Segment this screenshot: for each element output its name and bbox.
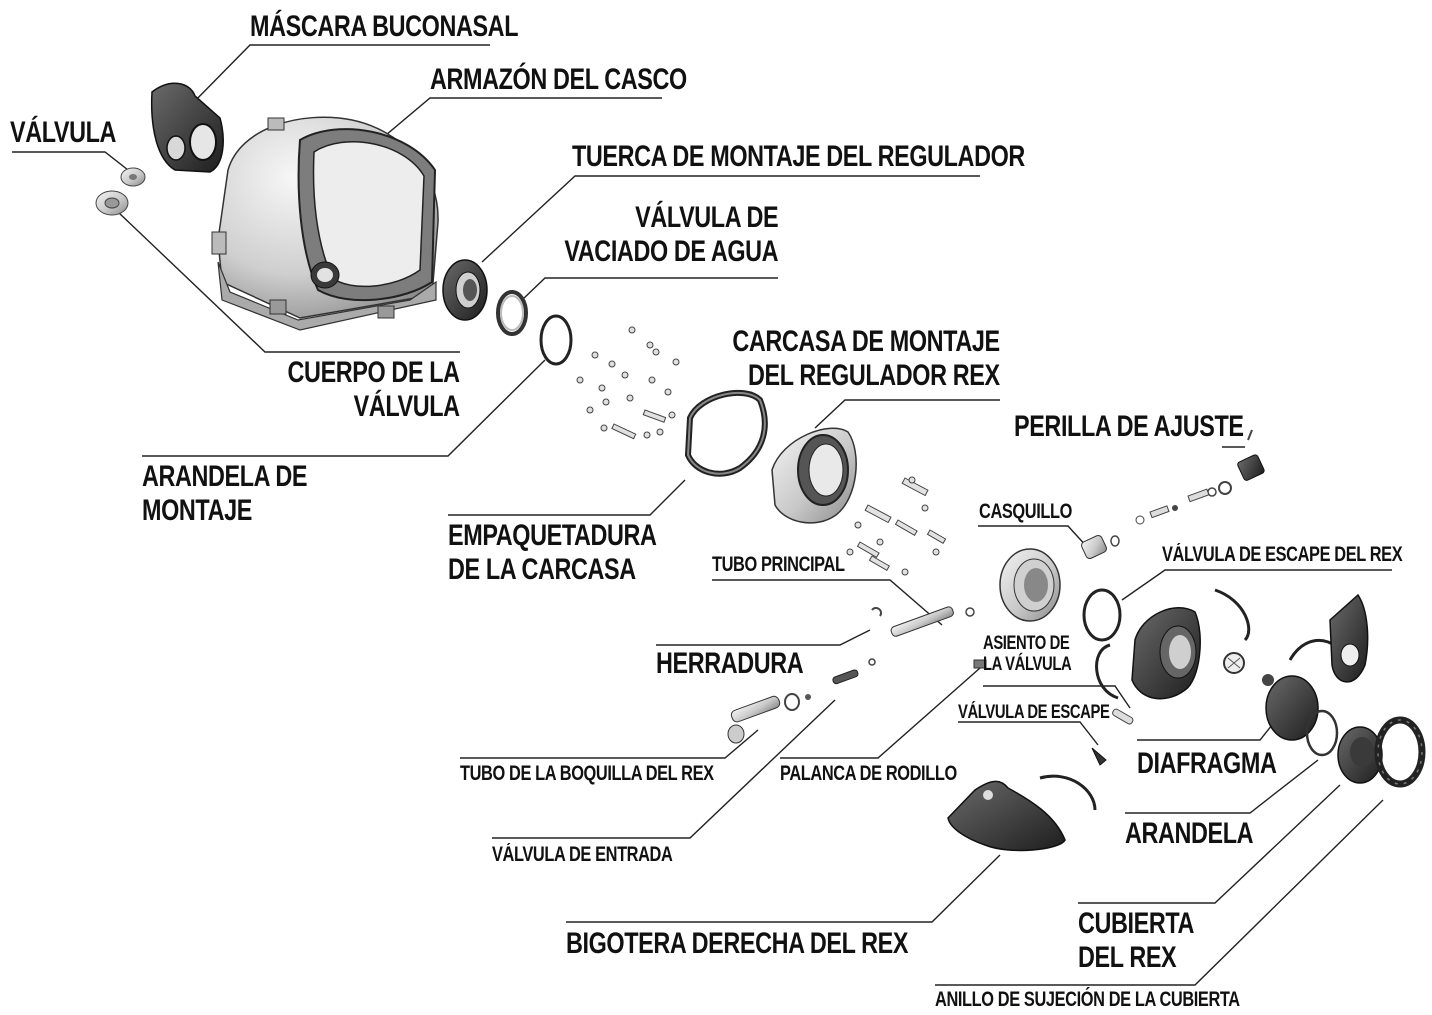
- herradura-part: [871, 607, 882, 617]
- label-tuerca-montaje: TUERCA DE MONTAJE DEL REGULADOR: [572, 140, 1025, 173]
- valvula-entrada-part: [832, 658, 876, 685]
- label-carcasa-montaje-line2: DEL REGULADOR REX: [748, 358, 1000, 392]
- leader-tubo-boquilla: [460, 729, 759, 759]
- leader-arandela: [1125, 759, 1319, 814]
- label-anillo-sujecion: ANILLO DE SUJECIÓN DE LA CUBIERTA: [935, 988, 1240, 1011]
- leader-arandela-montaje: [142, 359, 546, 457]
- label-mascara-buconasal: MÁSCARA BUCONASAL: [250, 10, 519, 43]
- label-carcasa-montaje-line1: CARCASA DE MONTAJE: [732, 325, 1001, 358]
- palanca-rodillo-part: [965, 593, 1369, 683]
- casquillo-part: [1081, 535, 1120, 559]
- leader-empaquetadura: [448, 479, 686, 516]
- leader-herradura: [656, 629, 871, 646]
- leader-valvula-escape: [958, 721, 1099, 746]
- leader-anillo-sujecion: [935, 799, 1384, 986]
- label-tubo-principal: TUBO PRINCIPAL: [712, 553, 845, 576]
- label-valvula-vaciado-line2: VACIADO DE AGUA: [564, 234, 778, 268]
- perilla-ajuste-part: [1135, 429, 1265, 525]
- mascara-buconasal-part: [150, 82, 224, 173]
- valvula-escape-part: [1091, 747, 1107, 766]
- leader-lines: [12, 44, 1392, 986]
- leader-valvula-entrada: [492, 699, 836, 839]
- leader-carcasa-montaje: [814, 399, 1000, 429]
- carcasa-montaje-part: [771, 427, 857, 524]
- label-valvula-vaciado-line1: VÁLVULA DE: [634, 201, 778, 234]
- label-valvula-escape-rex: VÁLVULA DE ESCAPE DEL REX: [1162, 543, 1403, 566]
- label-valvula-vaciado: VÁLVULA DE VACIADO DE AGUA: [564, 201, 778, 268]
- leader-cuerpo-valvula: [117, 211, 460, 353]
- arandela-montaje-part: [539, 314, 573, 366]
- label-arandela-montaje: ARANDELA DE MONTAJE: [142, 460, 308, 527]
- leader-cubierta: [1078, 784, 1341, 904]
- armazon-casco-part: [211, 116, 439, 331]
- leader-valvula-escape-rex: [1121, 569, 1392, 601]
- label-cuerpo-valvula: CUERPO DE LA VÁLVULA: [287, 356, 461, 423]
- leader-bigotera: [566, 854, 1001, 923]
- bigotera-part: [947, 774, 1097, 852]
- cuerpo-valvula-part: [95, 190, 129, 216]
- valvula-vaciado-part: [496, 290, 528, 336]
- label-arandela-montaje-line2: MONTAJE: [142, 493, 252, 527]
- label-bigotera: BIGOTERA DERECHA DEL REX: [566, 927, 909, 960]
- label-arandela-montaje-line1: ARANDELA DE: [142, 460, 308, 493]
- label-valvula-escape: VÁLVULA DE ESCAPE: [958, 702, 1110, 723]
- leader-diafragma: [1137, 724, 1273, 741]
- leader-tubo-principal: [712, 579, 943, 626]
- label-empaquetadura: EMPAQUETADURA DE LA CARCASA: [448, 519, 657, 586]
- pernos-part: [846, 476, 947, 576]
- label-cuerpo-valvula-line2: VÁLVULA: [353, 389, 460, 423]
- valvula-part: [120, 167, 146, 187]
- tuerca-montaje-part: [442, 259, 488, 321]
- label-cuerpo-valvula-line1: CUERPO DE LA: [287, 356, 461, 389]
- label-herradura: HERRADURA: [656, 647, 804, 680]
- cubierta-rex-part: [1337, 726, 1383, 784]
- leader-mascara-buconasal: [189, 44, 490, 107]
- leader-valvula: [12, 151, 129, 171]
- label-empaquetadura-line1: EMPAQUETADURA: [448, 519, 657, 552]
- label-asiento-valvula-line2: LA VÁLVULA: [983, 654, 1072, 676]
- label-cubierta-rex: CUBIERTA DEL REX: [1078, 907, 1194, 974]
- leader-palanca-rodillo: [780, 667, 981, 759]
- leader-armazon-casco: [379, 97, 662, 141]
- label-casquillo: CASQUILLO: [979, 500, 1072, 523]
- leader-casquillo: [978, 525, 1089, 549]
- label-tubo-boquilla: TUBO DE LA BOQUILLA DEL REX: [460, 762, 714, 785]
- leader-valvula-vaciado: [521, 277, 778, 301]
- label-carcasa-montaje: CARCASA DE MONTAJE DEL REGULADOR REX: [732, 325, 1001, 392]
- label-valvula-entrada: VÁLVULA DE ENTRADA: [492, 843, 673, 866]
- leader-tuerca-montaje: [481, 175, 980, 263]
- tubo-principal-part: [890, 548, 1061, 637]
- label-cubierta-rex-line1: CUBIERTA: [1078, 907, 1195, 940]
- valvula-escape-rex-part: [1082, 588, 1251, 700]
- asiento-valvula-part: [1112, 708, 1134, 725]
- label-armazon-casco: ARMAZÓN DEL CASCO: [430, 63, 687, 96]
- diafragma-part: [1262, 638, 1354, 741]
- leader-asiento-valvula: [983, 685, 1131, 709]
- arandela-part: [1305, 709, 1339, 757]
- anillo-sujecion-part: [1374, 716, 1426, 788]
- label-cubierta-rex-line2: DEL REX: [1078, 940, 1177, 974]
- tubo-boquilla-part: [727, 693, 811, 744]
- label-valvula: VÁLVULA: [10, 116, 117, 149]
- label-arandela: ARANDELA: [1125, 817, 1254, 850]
- label-palanca-rodillo: PALANCA DE RODILLO: [780, 762, 957, 785]
- label-perilla-ajuste: PERILLA DE AJUSTE: [1014, 410, 1244, 443]
- label-empaquetadura-line2: DE LA CARCASA: [448, 552, 636, 586]
- label-asiento-valvula: ASIENTO DE LA VÁLVULA: [983, 633, 1072, 676]
- label-asiento-valvula-line1: ASIENTO DE: [983, 633, 1070, 654]
- label-diafragma: DIAFRAGMA: [1137, 747, 1277, 780]
- tornillos-carcasa-part: [576, 326, 680, 440]
- empaquetadura-carcasa-part: [684, 389, 768, 477]
